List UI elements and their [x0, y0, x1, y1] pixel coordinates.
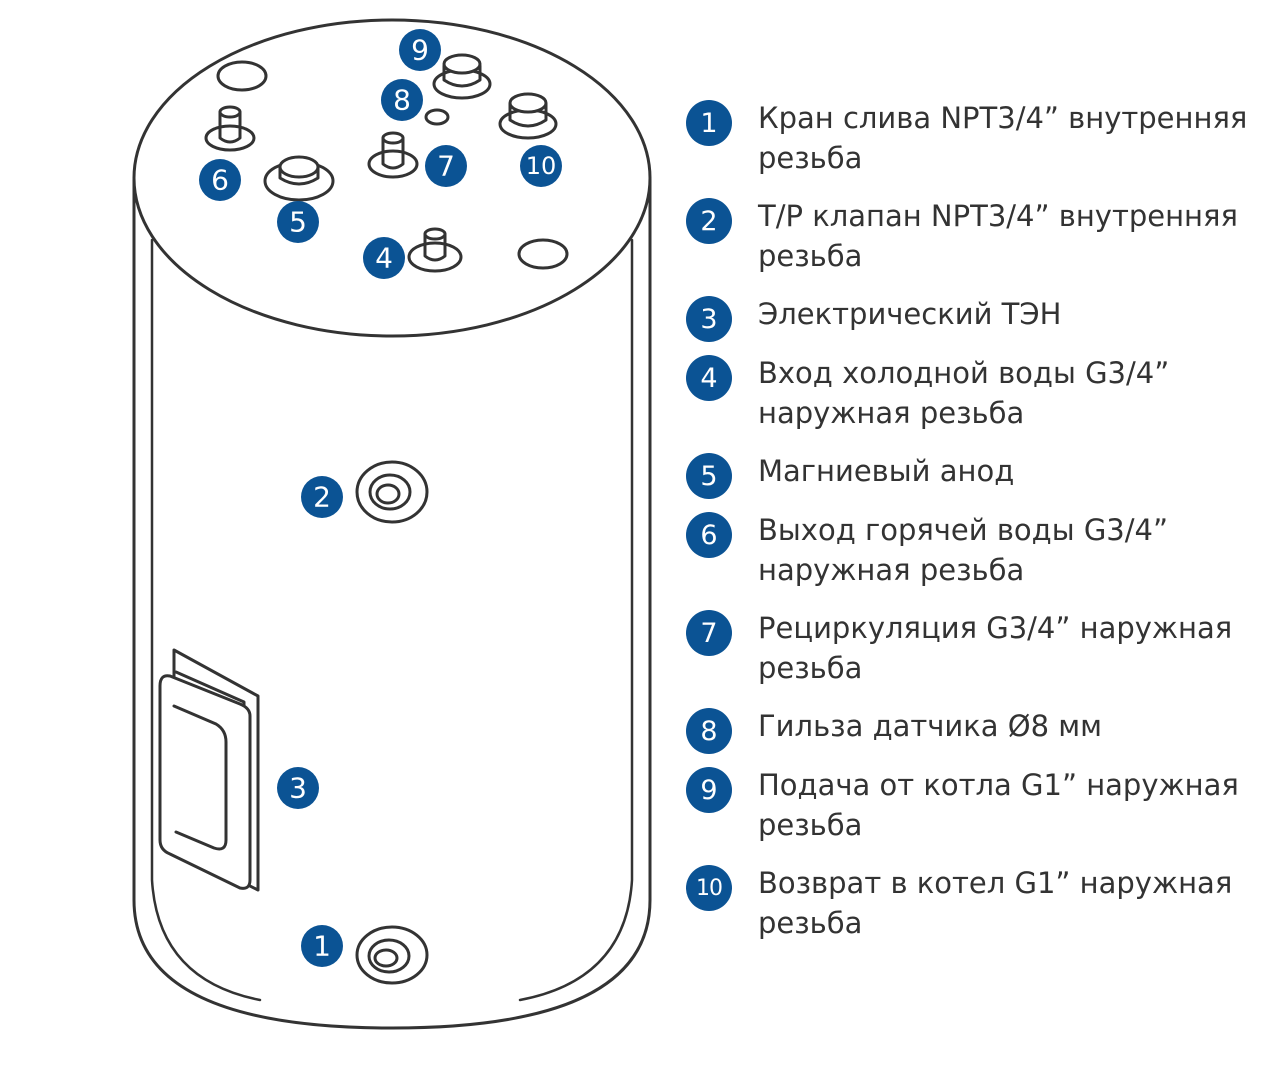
svg-text:10: 10 [526, 152, 557, 180]
legend-item-1: 1 Кран слива NPT3/4” внутренняя резьба [686, 100, 1248, 178]
legend-number-badge: 4 [686, 355, 732, 401]
svg-text:2: 2 [313, 481, 331, 514]
legend-text: Т/Р клапан NPT3/4” внутренняя резьба [758, 199, 1238, 273]
legend-item-10: 10 Возврат в котел G1” наружная резьба [686, 865, 1248, 943]
diagram-badge-10: 10 [520, 145, 562, 187]
legend-item-5: 5 Магниевый анод [686, 453, 1248, 499]
fitting-9 [432, 53, 492, 100]
fitting-10 [498, 92, 558, 140]
top-plug-left [216, 60, 268, 92]
fitting-4 [407, 227, 463, 273]
legend-item-3: 3 Электрический ТЭН [686, 296, 1248, 342]
diagram-badge-6: 6 [199, 159, 241, 201]
svg-text:5: 5 [289, 206, 307, 239]
legend-item-8: 8 Гильза датчика Ø8 мм [686, 708, 1248, 754]
legend-text: Выход горячей воды G3/4” наружная резьба [758, 513, 1169, 587]
legend-number-badge: 7 [686, 610, 732, 656]
legend-text: Электрический ТЭН [758, 297, 1062, 331]
fitting-6 [204, 105, 256, 152]
diagram-badge-1: 1 [301, 925, 343, 967]
port-2 [355, 460, 429, 524]
svg-text:4: 4 [375, 242, 393, 275]
svg-text:7: 7 [437, 150, 455, 183]
legend-item-2: 2 Т/Р клапан NPT3/4” внутренняя резьба [686, 198, 1248, 276]
legend-item-4: 4 Вход холодной воды G3/4” наружная резь… [686, 355, 1248, 433]
svg-text:1: 1 [313, 930, 331, 963]
port-1 [355, 925, 429, 985]
legend-text: Подача от котла G1” наружная резьба [758, 768, 1239, 842]
svg-text:3: 3 [289, 772, 307, 805]
legend-number-badge: 6 [686, 512, 732, 558]
diagram-badge-5: 5 [277, 201, 319, 243]
legend-number-badge: 8 [686, 708, 732, 754]
legend-number-badge: 3 [686, 296, 732, 342]
svg-text:8: 8 [393, 84, 411, 117]
svg-text:6: 6 [211, 164, 229, 197]
svg-text:9: 9 [411, 34, 429, 67]
legend-item-7: 7 Рециркуляция G3/4” наружная резьба [686, 610, 1248, 688]
legend-text: Гильза датчика Ø8 мм [758, 709, 1103, 743]
diagram-badge-4: 4 [363, 237, 405, 279]
legend-number-badge: 1 [686, 100, 732, 146]
top-plug-right [517, 238, 569, 270]
legend-text: Магниевый анод [758, 454, 1015, 488]
legend-number-badge: 2 [686, 198, 732, 244]
diagram-badge-3: 3 [277, 767, 319, 809]
heater-cover-3 [158, 648, 260, 892]
legend-text: Рециркуляция G3/4” наружная резьба [758, 611, 1233, 685]
diagram-badge-8: 8 [381, 79, 423, 121]
fitting-8 [424, 108, 450, 126]
fitting-5 [263, 155, 335, 202]
legend-number-badge: 5 [686, 453, 732, 499]
tank-body [132, 178, 652, 1030]
tank-side-line-right [518, 238, 634, 1002]
legend-number-badge: 10 [686, 865, 732, 911]
diagram-badge-2: 2 [301, 476, 343, 518]
legend-number-badge: 9 [686, 767, 732, 813]
diagram-badge-7: 7 [425, 145, 467, 187]
diagram-badge-9: 9 [399, 29, 441, 71]
fitting-7 [367, 131, 419, 179]
legend-text: Вход холодной воды G3/4” наружная резьба [758, 356, 1170, 430]
legend-text: Кран слива NPT3/4” внутренняя резьба [758, 101, 1248, 175]
legend-text: Возврат в котел G1” наружная резьба [758, 866, 1233, 940]
legend-item-9: 9 Подача от котла G1” наружная резьба [686, 767, 1248, 845]
legend-item-6: 6 Выход горячей воды G3/4” наружная резь… [686, 512, 1248, 590]
tank-side-line-left [150, 238, 262, 1002]
